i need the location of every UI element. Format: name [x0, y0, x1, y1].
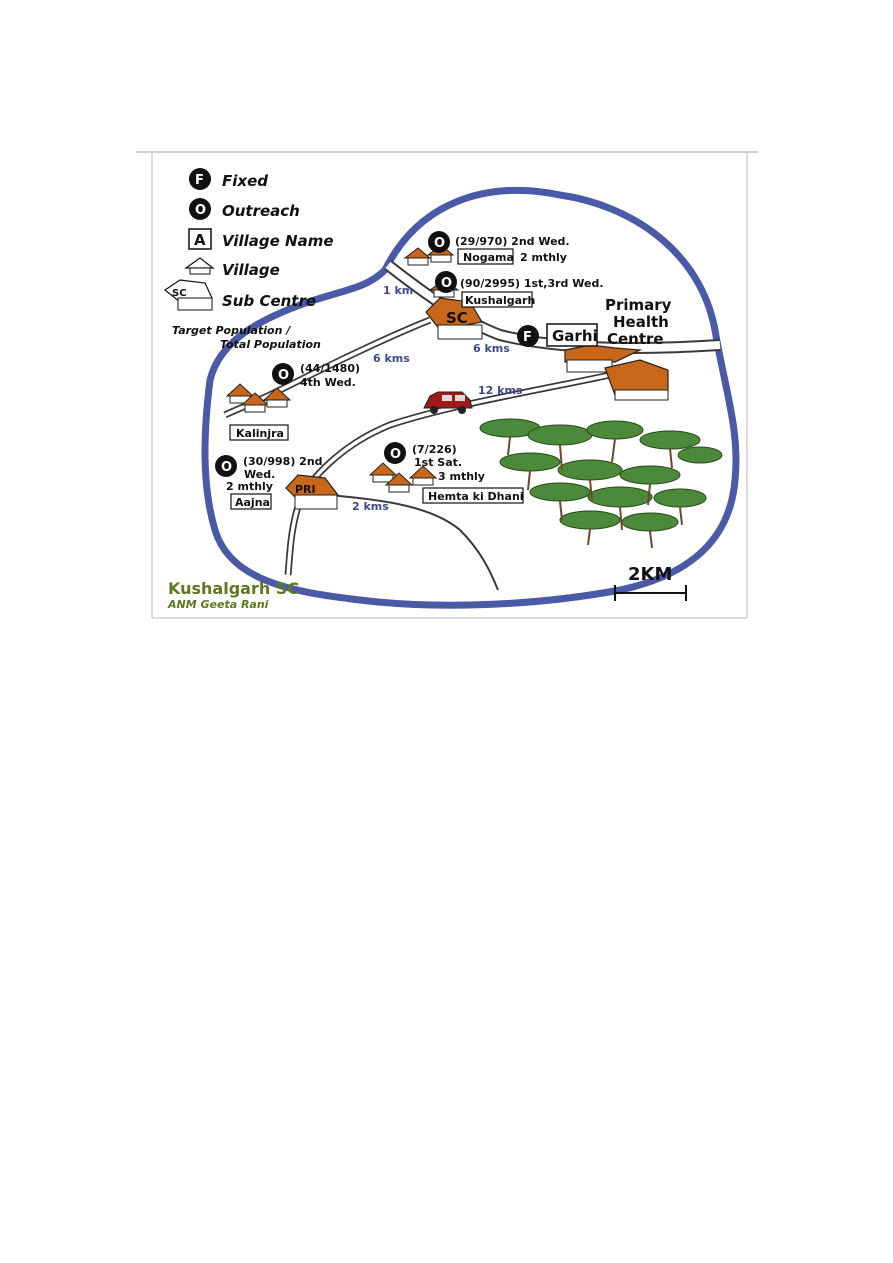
kalinjra-info1: (44/1480)	[300, 362, 360, 375]
outreach-letter-aajna: O	[221, 460, 232, 475]
sub-centre-abbr: SC	[446, 309, 468, 327]
kalinjra-info2: 4th Wed.	[300, 376, 356, 389]
outreach-marker-hemta-icon	[384, 442, 406, 464]
kushalgarh-name-box	[461, 291, 533, 308]
legend-fixed-label: Fixed	[222, 172, 268, 190]
map-title: Kushalgarh SC	[168, 579, 299, 598]
legend-population-line2: Total Population	[220, 338, 321, 351]
catchment-boundary	[201, 186, 740, 609]
pri-building: PRI	[285, 474, 340, 510]
hemta-name: Hemta ki Dhani	[428, 490, 524, 503]
legend-village-name-letter: A	[194, 231, 206, 249]
phc-label-line3: Centre	[607, 330, 664, 348]
distance-2km: 2 kms	[352, 500, 389, 513]
outreach-marker-aajna-icon	[215, 455, 237, 477]
outreach-marker-icon	[189, 198, 211, 220]
legend-sub-centre-label: Sub Centre	[222, 292, 316, 310]
outreach-marker-kalinjra-icon	[272, 363, 294, 385]
hemta-info1: (7/226)	[412, 443, 457, 456]
forest	[479, 418, 723, 549]
hemta-info3: 3 mthly	[438, 470, 485, 483]
legend-outreach-label: Outreach	[222, 202, 300, 220]
kalinjra-name-box	[229, 424, 289, 441]
legend-fixed-letter: F	[195, 173, 204, 188]
legend-outreach-letter: O	[195, 203, 206, 218]
distance-12km: 12 kms	[478, 384, 523, 397]
road-sc-kalinjra	[223, 316, 432, 419]
phc-label-line1: Primary	[605, 296, 672, 314]
aajna-info3: 2 mthly	[226, 480, 273, 493]
kushalgarh-name: Kushalgarh	[465, 294, 535, 307]
legend-village-name-label: Village Name	[222, 232, 334, 250]
legend-population-line1: Target Population /	[172, 324, 291, 337]
outreach-marker-nogama-icon	[428, 231, 450, 253]
nogama-name: Nogama	[463, 251, 514, 264]
outreach-letter-nogama: O	[434, 236, 445, 251]
aajna-info2: Wed.	[244, 468, 275, 481]
kalinjra-name: Kalinjra	[236, 427, 284, 440]
legend: F Fixed O Outreach A Village Name Villag…	[163, 168, 334, 351]
village-huts-kalinjra	[225, 383, 292, 413]
sub-centre-building: SC	[425, 297, 483, 340]
aajna-name-box	[230, 493, 272, 510]
distance-1km: 1 km	[383, 284, 413, 297]
road-pri-hemta	[329, 494, 499, 591]
village-name-box-icon	[188, 228, 212, 250]
garhi-name: Garhi	[552, 327, 598, 345]
legend-village-label: Village	[222, 261, 280, 279]
legend-sub-centre-abbr: SC	[172, 288, 187, 299]
outreach-letter-kalinjra: O	[278, 368, 289, 383]
fixed-marker-garhi-icon	[517, 325, 539, 347]
fixed-marker-icon	[189, 168, 211, 190]
phc-building	[564, 344, 669, 401]
fixed-letter-garhi: F	[523, 330, 532, 345]
phc-label-line2: Health	[613, 313, 669, 331]
outreach-marker-kushalgarh-icon	[435, 271, 457, 293]
distance-6km-garhi: 6 kms	[473, 342, 510, 355]
scale-bar: 2KM	[614, 564, 687, 601]
distance-6km-kalinjra: 6 kms	[373, 352, 410, 365]
nogama-info: (29/970) 2nd Wed.	[455, 235, 570, 248]
nogama-name-box	[457, 248, 514, 265]
aajna-info1: (30/998) 2nd	[243, 455, 323, 468]
garhi-name-box	[546, 323, 598, 347]
sub-centre-icon: SC	[163, 279, 213, 311]
outreach-letter-kushalgarh: O	[441, 276, 452, 291]
scale-label: 2KM	[628, 564, 672, 585]
main-road	[384, 260, 721, 354]
pri-abbr: PRI	[295, 483, 316, 496]
aajna-name: Aajna	[235, 496, 270, 509]
kushalgarh-info: (90/2995) 1st,3rd Wed.	[460, 277, 604, 290]
nogama-frequency: 2 mthly	[520, 251, 567, 264]
village-hut-icon	[184, 257, 215, 275]
hemta-info2: 1st Sat.	[414, 456, 462, 469]
village-huts-hemta	[368, 462, 438, 493]
car-icon	[423, 391, 473, 414]
hemta-name-box	[422, 487, 524, 504]
outreach-letter-hemta: O	[390, 447, 401, 462]
map-subtitle: ANM Geeta Rani	[167, 598, 269, 611]
road-phc-pri	[284, 371, 611, 576]
